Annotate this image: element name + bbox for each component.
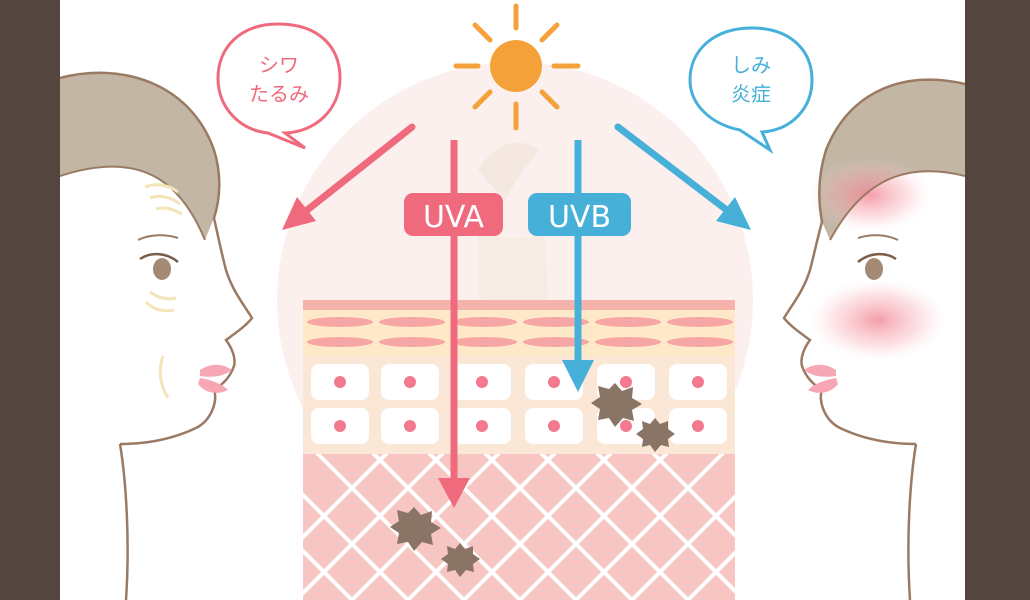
uvb-arrow-head-right xyxy=(716,197,751,230)
left-eyelid xyxy=(139,252,179,263)
uva-diagonal-arrow xyxy=(302,123,416,215)
right-side-bar xyxy=(965,0,1030,600)
right-neck-outline xyxy=(907,443,918,600)
uvb-label: UVB xyxy=(528,193,631,236)
right-speech-bubble: しみ 炎症 xyxy=(688,26,814,155)
uvb-arrow-head-down xyxy=(562,360,594,392)
left-neck-outline xyxy=(118,443,129,600)
left-eye xyxy=(153,258,171,280)
uva-arrow-head-left xyxy=(282,197,316,230)
right-eyebrow xyxy=(857,234,899,241)
left-hairline xyxy=(59,165,206,241)
collagen-lattice xyxy=(303,452,735,600)
background-bottle-icon xyxy=(478,230,548,305)
right-face-outline xyxy=(782,78,966,446)
left-speech-bubble: シワ たるみ xyxy=(216,22,342,150)
skin-surface-line xyxy=(303,300,735,310)
uvb-diagonal-arrow xyxy=(614,123,732,215)
speech-bubble-icon xyxy=(688,26,814,155)
uva-label: UVA xyxy=(404,193,503,236)
uva-label-text: UVA xyxy=(423,200,485,235)
right-lips-top xyxy=(804,364,836,377)
right-lips-bottom xyxy=(808,378,838,393)
left-lips-top xyxy=(200,364,232,377)
right-bubble-line2: 炎症 xyxy=(731,82,771,106)
forehead-redness xyxy=(808,157,932,233)
corneum-cells xyxy=(307,317,733,347)
background-droplet-icon xyxy=(478,142,540,200)
pigment-spot-icon xyxy=(390,383,675,577)
right-hairline xyxy=(829,170,966,241)
left-eyebrow xyxy=(137,234,179,241)
cheek-redness xyxy=(808,278,948,362)
uvb-label-text: UVB xyxy=(548,200,611,235)
speech-bubble-icon xyxy=(216,22,342,150)
skin-cross-section xyxy=(303,300,735,600)
right-bubble-line1: しみ xyxy=(731,53,771,77)
left-face-illustration xyxy=(59,71,254,600)
right-eyelid xyxy=(857,252,897,263)
sun-icon xyxy=(453,3,581,131)
left-hair xyxy=(60,72,220,240)
right-eye xyxy=(865,258,883,280)
left-face-outline xyxy=(59,71,254,446)
uva-arrow-head-down xyxy=(438,478,470,508)
left-bubble-line2: たるみ xyxy=(249,82,309,106)
right-face-illustration xyxy=(782,78,966,600)
left-side-bar xyxy=(0,0,60,600)
wrinkle-lines xyxy=(144,183,183,399)
left-bubble-line1: シワ xyxy=(259,53,299,77)
cell-nuclei xyxy=(334,376,704,432)
left-lips-bottom xyxy=(198,378,228,393)
uvb-ray-arrows xyxy=(562,123,751,392)
